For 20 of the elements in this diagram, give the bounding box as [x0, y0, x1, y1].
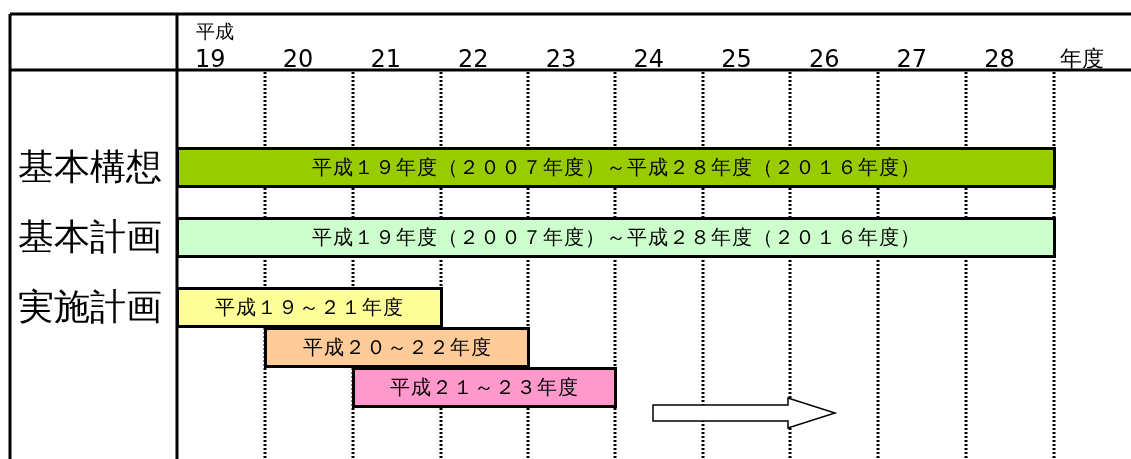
row-label: 基本構想 [18, 149, 162, 185]
year-label: 28 [984, 47, 1015, 71]
header-label: 平成 [196, 21, 234, 41]
period-bar: 平成２０～２２年度 [264, 327, 530, 368]
year-label: 22 [458, 47, 489, 71]
year-label: 24 [633, 47, 665, 71]
year-label: 20 [282, 47, 314, 71]
year-label: 25 [721, 47, 752, 71]
period-bar: 平成１９～２１年度 [176, 287, 443, 328]
period-bar: 平成１９年度（２００７年度）～平成２８年度（２０１６年度） [176, 147, 1056, 188]
period-bar: 平成１９年度（２００７年度）～平成２８年度（２０１６年度） [176, 217, 1056, 258]
period-bar: 平成２１～２３年度 [352, 367, 617, 408]
year-label: 26 [808, 47, 840, 71]
year-label: 21 [370, 47, 401, 71]
year-label: 19 [195, 47, 226, 71]
year-label: 27 [896, 47, 928, 71]
row-label: 実施計画 [18, 289, 162, 325]
row-label: 基本計画 [18, 219, 162, 255]
header-label: 年度 [1060, 48, 1104, 70]
year-label: 23 [545, 47, 577, 71]
